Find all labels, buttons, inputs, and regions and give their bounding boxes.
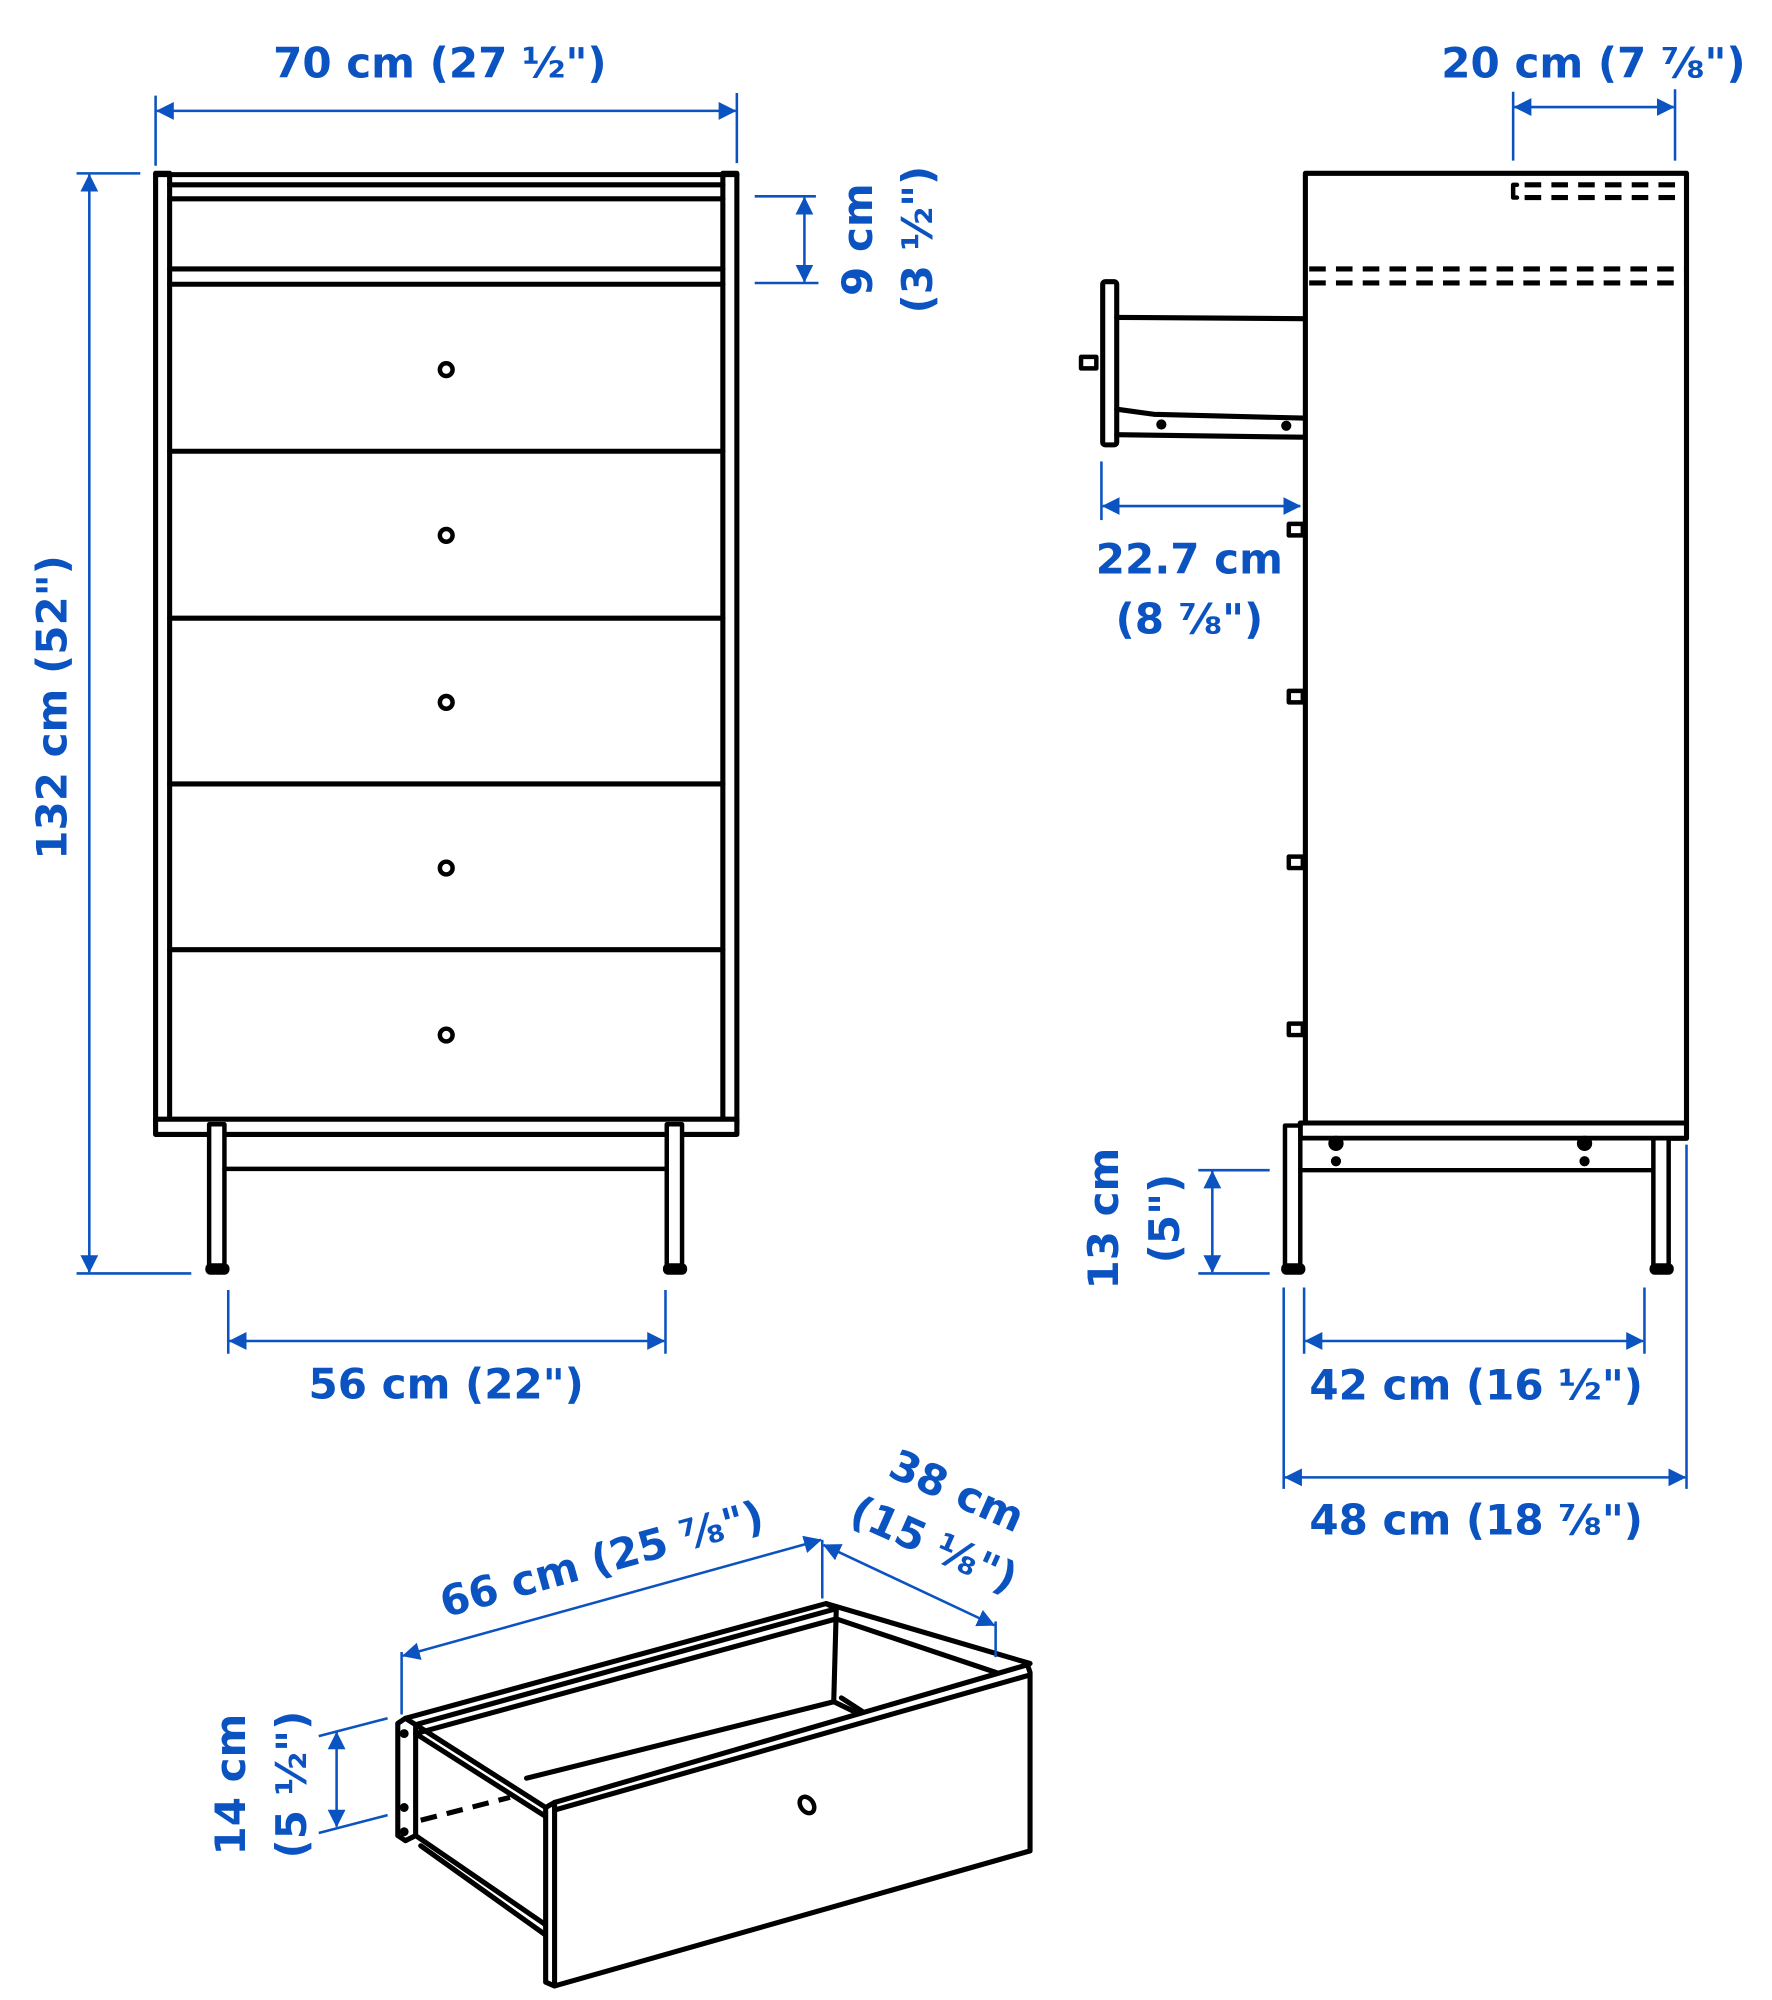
front-height-label: 132 cm (52"): [27, 555, 76, 860]
knob-icon: [1286, 1021, 1306, 1038]
front-drawer: [167, 859, 726, 953]
top-rail-label-cm: 9 cm: [833, 183, 882, 296]
side-top-depth-label: 20 cm (7 ⅞"): [1441, 39, 1745, 88]
side-view: 20 cm (7 ⅞") 22.7 cm (8 ⅞") 13 cm (5") 4…: [1078, 39, 1746, 1545]
drawer-view: 66 cm (25 ⅞") 38 cm (15 ⅛") 14 cm (5 ½"): [206, 1440, 1033, 1989]
front-width-label: 70 cm (27 ½"): [273, 39, 607, 88]
front-drawer: [437, 1026, 455, 1044]
knob-icon: [437, 526, 455, 544]
side-cabinet: [1302, 170, 1690, 1126]
pullout-label-in: (8 ⅞"): [1115, 595, 1263, 644]
front-view: 70 cm (27 ½") 132 cm (52") 9 cm (3 ½") 5…: [27, 39, 942, 1409]
drawer-height-label-in: (5 ½"): [267, 1711, 316, 1859]
front-drawer: [167, 693, 726, 787]
side-leg-back: [1651, 1136, 1671, 1269]
leg-height-label-in: (5"): [1140, 1174, 1189, 1264]
front-leg-right: [664, 1122, 685, 1270]
top-rail-label-in: (3 ½"): [893, 166, 942, 314]
knob-icon: [1286, 688, 1306, 705]
knob-icon: [1078, 354, 1099, 371]
side-leg-span-label: 42 cm (16 ½"): [1309, 1361, 1643, 1410]
knob-icon: [437, 1026, 455, 1044]
knob-icon: [437, 859, 455, 877]
front-drawer: [167, 361, 726, 454]
side-drawer-open: [1078, 279, 1306, 448]
side-total-depth-label: 48 cm (18 ⅞"): [1309, 1496, 1643, 1545]
drawer-height-label-cm: 14 cm: [206, 1714, 255, 1856]
front-drawer: [167, 526, 726, 621]
knob-icon: [797, 1794, 817, 1816]
knob-icon: [437, 361, 455, 379]
leg-height-label-cm: 13 cm: [1079, 1148, 1128, 1290]
front-frame-right-post: [720, 170, 740, 1127]
front-leg-span-label: 56 cm (22"): [309, 1359, 584, 1408]
drawer-front-panel: [543, 1662, 1033, 1989]
pullout-label-cm: 22.7 cm: [1096, 535, 1283, 584]
drawer-width-label: 66 cm (25 ⅞"): [434, 1491, 769, 1627]
knob-icon: [437, 693, 455, 711]
side-leg-front: [1282, 1123, 1303, 1269]
front-leg-left: [206, 1122, 227, 1270]
front-base: [153, 1116, 740, 1138]
front-frame-left-post: [153, 170, 173, 1127]
knob-icon: [1286, 521, 1306, 538]
knob-icon: [1286, 854, 1306, 871]
